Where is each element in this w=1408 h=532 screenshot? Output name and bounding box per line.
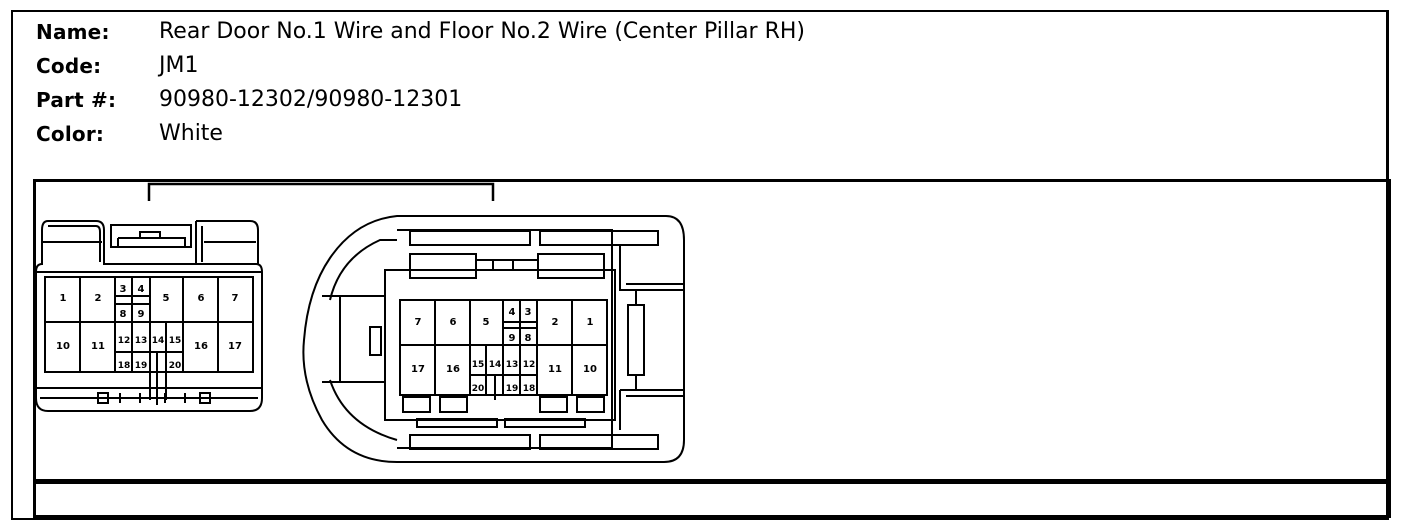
right-pin-labels: 7 6 5 4 3 2 1 9 8 17 16 15 14 13 12 11 1…: [411, 307, 597, 394]
right-connector-housing: [302, 215, 685, 463]
left-pin-6: 6: [198, 293, 205, 304]
left-pin-12: 12: [118, 336, 131, 346]
right-pin-19: 19: [506, 384, 519, 394]
right-pin-2: 2: [552, 317, 559, 328]
left-pin-labels: 1 2 3 4 5 6 7 8 9 10 11 12 13 14 15 16 1…: [56, 284, 242, 371]
left-pin-10: 10: [56, 341, 70, 352]
right-pin-3: 3: [525, 307, 532, 318]
left-pin-5: 5: [163, 293, 170, 304]
left-pin-8: 8: [120, 309, 127, 320]
right-pin-18: 18: [523, 384, 536, 394]
left-pin-17: 17: [228, 341, 242, 352]
left-pin-7: 7: [232, 293, 239, 304]
mating-bracket: [147, 182, 495, 201]
left-pin-20: 20: [169, 361, 182, 371]
left-pin-16: 16: [194, 341, 208, 352]
right-pin-6: 6: [450, 317, 457, 328]
name-label: Name:: [36, 20, 110, 44]
name-value: Rear Door No.1 Wire and Floor No.2 Wire …: [159, 19, 806, 44]
right-pin-12: 12: [523, 360, 536, 370]
left-pin-19: 19: [135, 361, 148, 371]
left-pin-18: 18: [118, 361, 131, 371]
right-pin-5: 5: [483, 317, 490, 328]
right-pin-17: 17: [411, 364, 425, 375]
left-pin-14: 14: [152, 336, 165, 346]
right-pin-14: 14: [489, 360, 502, 370]
right-pin-20: 20: [472, 384, 485, 394]
code-value: JM1: [159, 53, 199, 78]
left-pin-15: 15: [169, 336, 182, 346]
right-pin-11: 11: [548, 364, 562, 375]
right-pin-15: 15: [472, 360, 485, 370]
right-pin-10: 10: [583, 364, 597, 375]
right-pin-9: 9: [509, 333, 516, 344]
diagram-footer-bar: [33, 481, 1391, 518]
left-pin-9: 9: [138, 309, 145, 320]
right-pin-13: 13: [506, 360, 519, 370]
connector-diagram-panel: [33, 179, 1391, 482]
right-pin-grid: [399, 299, 608, 400]
right-pin-4: 4: [509, 307, 516, 318]
color-label: Color:: [36, 122, 105, 146]
left-pin-2: 2: [95, 293, 102, 304]
part-value: 90980-12302/90980-12301: [159, 87, 463, 112]
color-value: White: [159, 121, 223, 146]
code-label: Code:: [36, 54, 102, 78]
right-pin-8: 8: [525, 333, 532, 344]
left-pin-1: 1: [60, 293, 67, 304]
right-pin-1: 1: [587, 317, 594, 328]
left-pin-3: 3: [120, 284, 127, 295]
left-pin-13: 13: [135, 336, 148, 346]
left-connector-housing: [35, 220, 263, 412]
right-pin-7: 7: [415, 317, 422, 328]
left-pin-grid: [44, 276, 254, 405]
right-pin-16: 16: [446, 364, 460, 375]
left-pin-4: 4: [138, 284, 145, 295]
left-pin-11: 11: [91, 341, 105, 352]
part-label: Part #:: [36, 88, 117, 112]
